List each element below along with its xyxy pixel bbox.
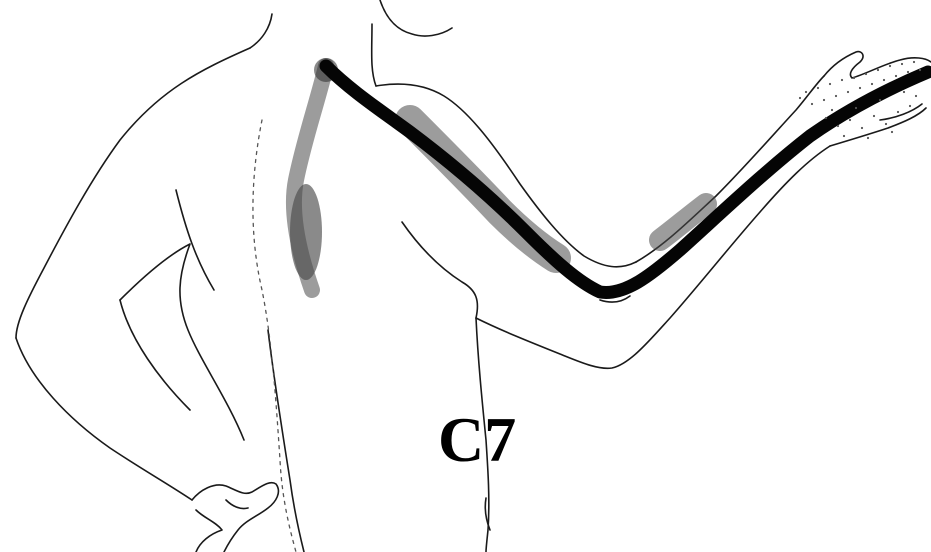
left-finger-outline [226,500,248,509]
right-finger-outline [880,104,922,120]
torso-waist-outline [268,330,304,552]
neck-right-outline [380,0,452,36]
left-shoulder-outline [16,48,250,338]
left-arm-outline [16,338,192,500]
left-arm-inner-outline [120,244,244,440]
left-forearm-outline [120,300,190,410]
nerve-root-label: C7 [438,408,516,472]
pain-pattern [290,58,928,293]
left-thumb-outline [196,510,222,552]
neck-left-outline [250,14,272,48]
c7-pain-band [326,66,928,293]
neck-front-outline [372,24,376,86]
chest-outline [402,222,477,318]
